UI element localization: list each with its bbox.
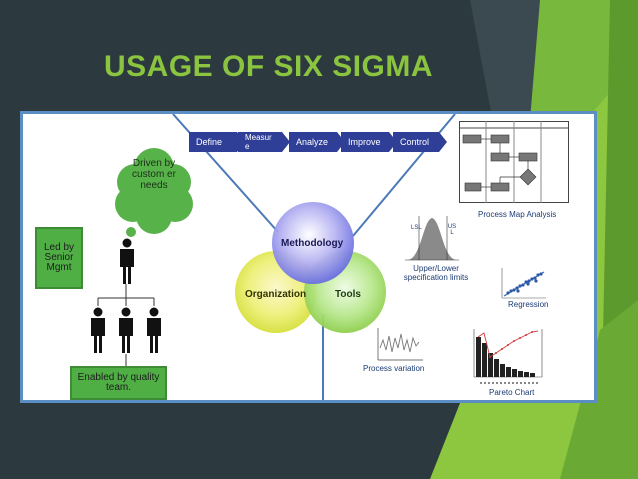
pareto-label: Pareto Chart (489, 388, 535, 397)
process-step-label: Analyze (296, 137, 329, 147)
bell-curve-icon (405, 216, 459, 261)
venn-diagram (235, 202, 386, 333)
organization-label: Organization (245, 289, 307, 300)
process-step-label: Define (196, 137, 223, 147)
process-step-label: Control (400, 137, 430, 147)
process-step-analyze: Analyze (289, 132, 345, 152)
usl-label: US L (447, 224, 457, 236)
spec-limits-label: Upper/Lower specification limits (403, 264, 469, 282)
lsl-label: LSL (411, 225, 422, 231)
person-icon (119, 307, 133, 353)
line-chart-icon (377, 328, 423, 361)
process-step-control: Control (393, 132, 447, 152)
cloud-text: Driven by custom er needs (132, 158, 176, 191)
led-by-box: Led by Senior Mgmt (35, 227, 83, 289)
diagram-frame: Define Measur e Analyze Improve Control (20, 111, 597, 403)
pareto-chart-icon (473, 329, 543, 384)
process-step-label: Measur e (245, 133, 272, 151)
process-step-define: Define (189, 132, 245, 152)
process-step-improve: Improve (341, 132, 397, 152)
tools-label: Tools (335, 289, 361, 300)
cloud-icon (115, 148, 193, 245)
process-map-label: Process Map Analysis (478, 210, 557, 219)
scatter-plot-icon (501, 268, 546, 299)
slide-title: USAGE OF SIX SIGMA (104, 50, 434, 83)
person-icon (120, 238, 134, 284)
methodology-label: Methodology (281, 238, 344, 249)
process-step-measure: Measur e (238, 132, 290, 152)
regression-label: Regression (508, 300, 549, 309)
process-map-icon (459, 121, 569, 203)
process-variation-label: Process variation (363, 364, 425, 373)
enabled-by-box: Enabled by quality team. (70, 366, 167, 400)
person-icon (147, 307, 161, 353)
process-step-label: Improve (348, 137, 381, 147)
person-icon (91, 307, 105, 353)
